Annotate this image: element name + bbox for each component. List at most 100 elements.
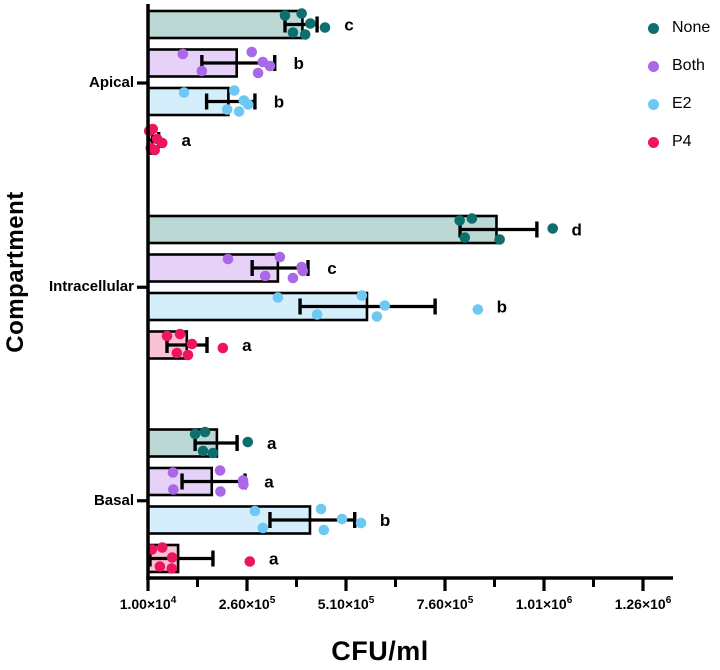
sig-letter-apical-both: b bbox=[294, 54, 304, 73]
data-point bbox=[221, 104, 233, 115]
data-point bbox=[229, 85, 240, 96]
data-point bbox=[233, 106, 245, 117]
data-point bbox=[318, 524, 330, 536]
sig-letter-basal-none: a bbox=[267, 434, 277, 453]
data-point bbox=[156, 137, 168, 149]
data-point bbox=[287, 272, 299, 284]
data-point bbox=[217, 342, 229, 354]
sig-letter-apical-p4: a bbox=[182, 131, 192, 150]
x-tick-label: 1.26×106 bbox=[615, 595, 672, 612]
data-point bbox=[196, 65, 208, 77]
data-point bbox=[454, 215, 465, 226]
x-tick-label: 5.10×105 bbox=[318, 595, 375, 612]
legend-label-both: Both bbox=[672, 57, 705, 74]
data-point bbox=[197, 445, 209, 457]
data-point bbox=[279, 10, 291, 21]
data-point bbox=[215, 486, 226, 497]
group-label-basal: Basal bbox=[93, 492, 134, 509]
sig-letter-basal-e2: b bbox=[380, 511, 390, 530]
data-point bbox=[547, 223, 559, 234]
data-point bbox=[242, 436, 254, 448]
sig-letter-apical-none: c bbox=[344, 16, 353, 35]
data-point bbox=[167, 467, 179, 478]
data-point bbox=[161, 330, 173, 342]
data-point bbox=[274, 251, 286, 263]
data-point bbox=[242, 99, 254, 110]
sig-letter-intracellular-e2: b bbox=[497, 298, 507, 317]
x-tick-label: 1.01×106 bbox=[516, 595, 573, 612]
sig-letter-intracellular-p4: a bbox=[242, 336, 252, 355]
data-point bbox=[287, 27, 299, 38]
legend-dot-p4 bbox=[648, 136, 659, 148]
x-tick-label: 7.60×105 bbox=[417, 595, 474, 612]
data-point bbox=[171, 347, 183, 359]
sig-letter-intracellular-both: c bbox=[327, 259, 336, 278]
data-point bbox=[459, 232, 471, 243]
group-label-apical: Apical bbox=[88, 74, 134, 91]
data-point bbox=[238, 479, 249, 490]
sig-letter-basal-both: a bbox=[264, 473, 274, 492]
legend-item-both: Both bbox=[648, 57, 710, 75]
legend-label-p4: P4 bbox=[672, 133, 692, 150]
data-point bbox=[182, 349, 194, 361]
data-point bbox=[336, 513, 348, 525]
data-point bbox=[147, 123, 159, 135]
data-point bbox=[149, 144, 161, 156]
legend: None Both E2 P4 bbox=[648, 19, 710, 171]
x-tick-label: 1.00×104 bbox=[120, 595, 177, 612]
legend-dot-none bbox=[648, 22, 659, 34]
sig-letter-intracellular-none: d bbox=[572, 221, 582, 240]
legend-dot-e2 bbox=[648, 98, 659, 110]
data-point bbox=[156, 542, 168, 553]
legend-item-none: None bbox=[648, 19, 710, 37]
x-tick-label: 2.60×105 bbox=[219, 595, 276, 612]
data-point bbox=[315, 503, 327, 515]
data-point bbox=[249, 505, 261, 517]
data-point bbox=[299, 29, 311, 40]
data-point bbox=[199, 426, 211, 438]
data-point bbox=[177, 48, 189, 60]
legend-label-e2: E2 bbox=[672, 95, 692, 112]
data-point bbox=[264, 60, 276, 72]
data-point bbox=[154, 561, 166, 572]
bar-apical-none bbox=[146, 9, 304, 40]
data-point bbox=[494, 234, 505, 245]
data-point bbox=[189, 428, 201, 440]
data-point bbox=[371, 311, 383, 322]
data-point bbox=[174, 328, 186, 340]
data-point bbox=[379, 300, 391, 311]
data-point bbox=[168, 484, 179, 495]
legend-item-p4: P4 bbox=[648, 133, 710, 151]
data-point bbox=[244, 556, 256, 567]
sig-letter-apical-e2: b bbox=[274, 93, 284, 112]
x-axis-title: CFU/ml bbox=[331, 636, 429, 666]
data-point bbox=[207, 447, 219, 459]
data-point bbox=[186, 338, 198, 350]
data-point bbox=[259, 270, 271, 282]
data-point bbox=[257, 522, 269, 534]
data-point bbox=[472, 304, 484, 315]
data-point bbox=[319, 22, 331, 33]
data-point bbox=[311, 309, 323, 320]
data-point bbox=[246, 46, 258, 58]
sig-letter-basal-p4: a bbox=[269, 550, 279, 569]
data-point bbox=[214, 465, 226, 476]
data-point bbox=[166, 563, 178, 574]
data-point bbox=[178, 87, 190, 98]
legend-dot-both bbox=[648, 60, 659, 72]
data-point bbox=[356, 290, 368, 301]
data-point bbox=[466, 213, 478, 224]
legend-item-e2: E2 bbox=[648, 95, 710, 113]
data-point bbox=[222, 253, 234, 265]
data-point bbox=[297, 265, 309, 277]
group-label-intracellular: Intracellular bbox=[48, 278, 134, 295]
data-point bbox=[296, 8, 307, 19]
data-point bbox=[305, 18, 316, 29]
data-point bbox=[166, 552, 178, 563]
data-point bbox=[252, 67, 264, 79]
bar-intracellular-none bbox=[146, 214, 498, 245]
legend-label-none: None bbox=[672, 19, 711, 36]
y-axis-title: Compartment bbox=[2, 191, 29, 353]
